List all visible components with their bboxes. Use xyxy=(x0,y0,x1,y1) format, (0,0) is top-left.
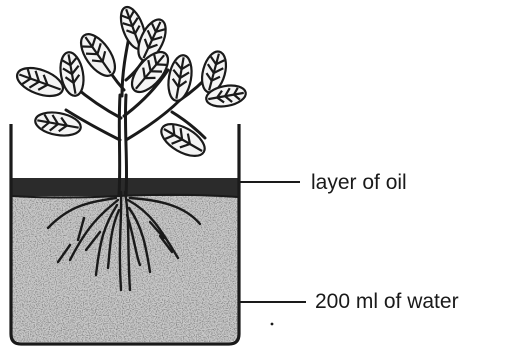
water-region xyxy=(10,190,242,346)
water-volume-label: 200 ml of water xyxy=(315,291,459,312)
leaf xyxy=(156,118,210,163)
leaf xyxy=(33,109,82,139)
oil-layer-label: layer of oil xyxy=(311,172,407,193)
leaf xyxy=(165,53,195,102)
leaf xyxy=(13,63,66,102)
